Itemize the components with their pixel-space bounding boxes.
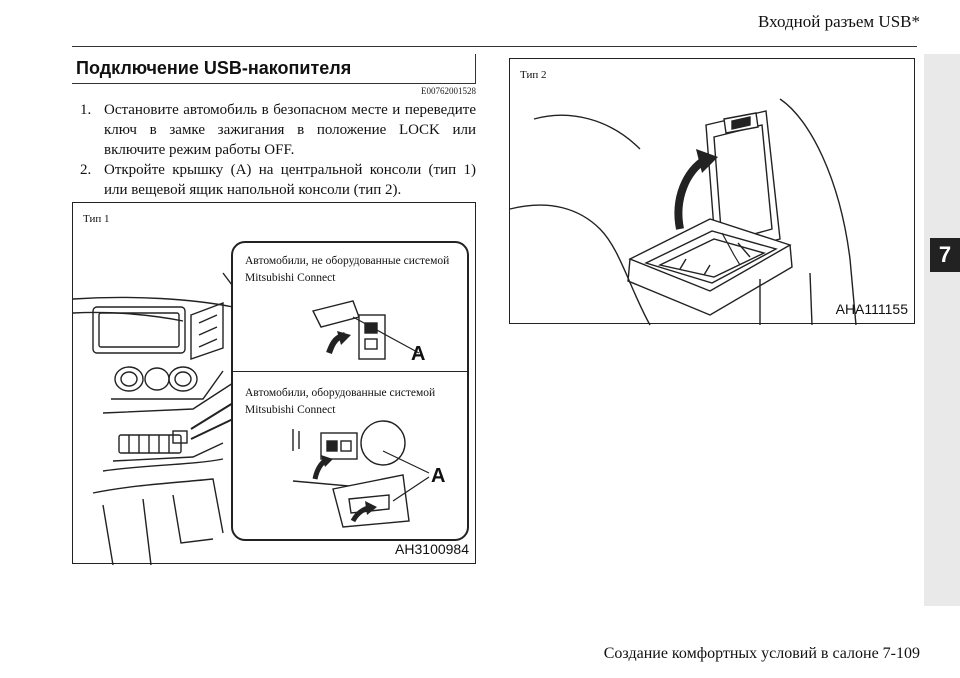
- figure-type-2-label: Тип 2: [520, 69, 547, 81]
- instruction-steps: 1. Остановите автомобиль в безопасном ме…: [74, 100, 476, 200]
- armrest-console-illustration: [509, 98, 857, 326]
- step-number: 1.: [80, 102, 92, 118]
- chapter-number-badge: 7: [930, 238, 960, 272]
- figure-type-2: Тип 2 AHA111155: [509, 58, 915, 326]
- page-header-title: Входной разъем USB*: [758, 12, 920, 31]
- section-title: Подключение USB-накопителя: [72, 54, 476, 84]
- label-a-bottom: A: [431, 465, 446, 487]
- usb-lid-illustration: [311, 300, 420, 360]
- section-code: E00762001528: [421, 86, 476, 96]
- step-number: 2.: [80, 162, 92, 178]
- step-text: Остановите автомобиль в безопасном месте…: [104, 102, 476, 158]
- callout-text-with-connect: Автомобили, оборудованные системой Mitsu…: [245, 387, 436, 416]
- callout-divider: [233, 371, 467, 372]
- page-footer: Создание комфортных условий в салоне 7-1…: [603, 645, 920, 662]
- callout-panel: Автомобили, не оборудованные системой Mi…: [231, 241, 469, 541]
- figure-type-1-label: Тип 1: [83, 213, 110, 225]
- step-item: 1. Остановите автомобиль в безопасном ме…: [74, 100, 476, 160]
- usb-connect-illustration: [292, 420, 430, 528]
- chapter-side-tab: [924, 54, 960, 606]
- figure-type-2-code: AHA111155: [835, 301, 908, 317]
- callout-text-without-connect: Автомобили, не оборудованные системой Mi…: [245, 255, 450, 284]
- header-rule: [72, 46, 917, 47]
- figure-type-1-code: AH3100984: [395, 541, 469, 557]
- figure-type-1: Тип 1 А: [72, 202, 476, 566]
- label-a-top: A: [411, 343, 426, 365]
- step-text: Откройте крышку (A) на центральной консо…: [104, 162, 476, 198]
- step-item: 2. Откройте крышку (A) на центральной ко…: [74, 160, 476, 200]
